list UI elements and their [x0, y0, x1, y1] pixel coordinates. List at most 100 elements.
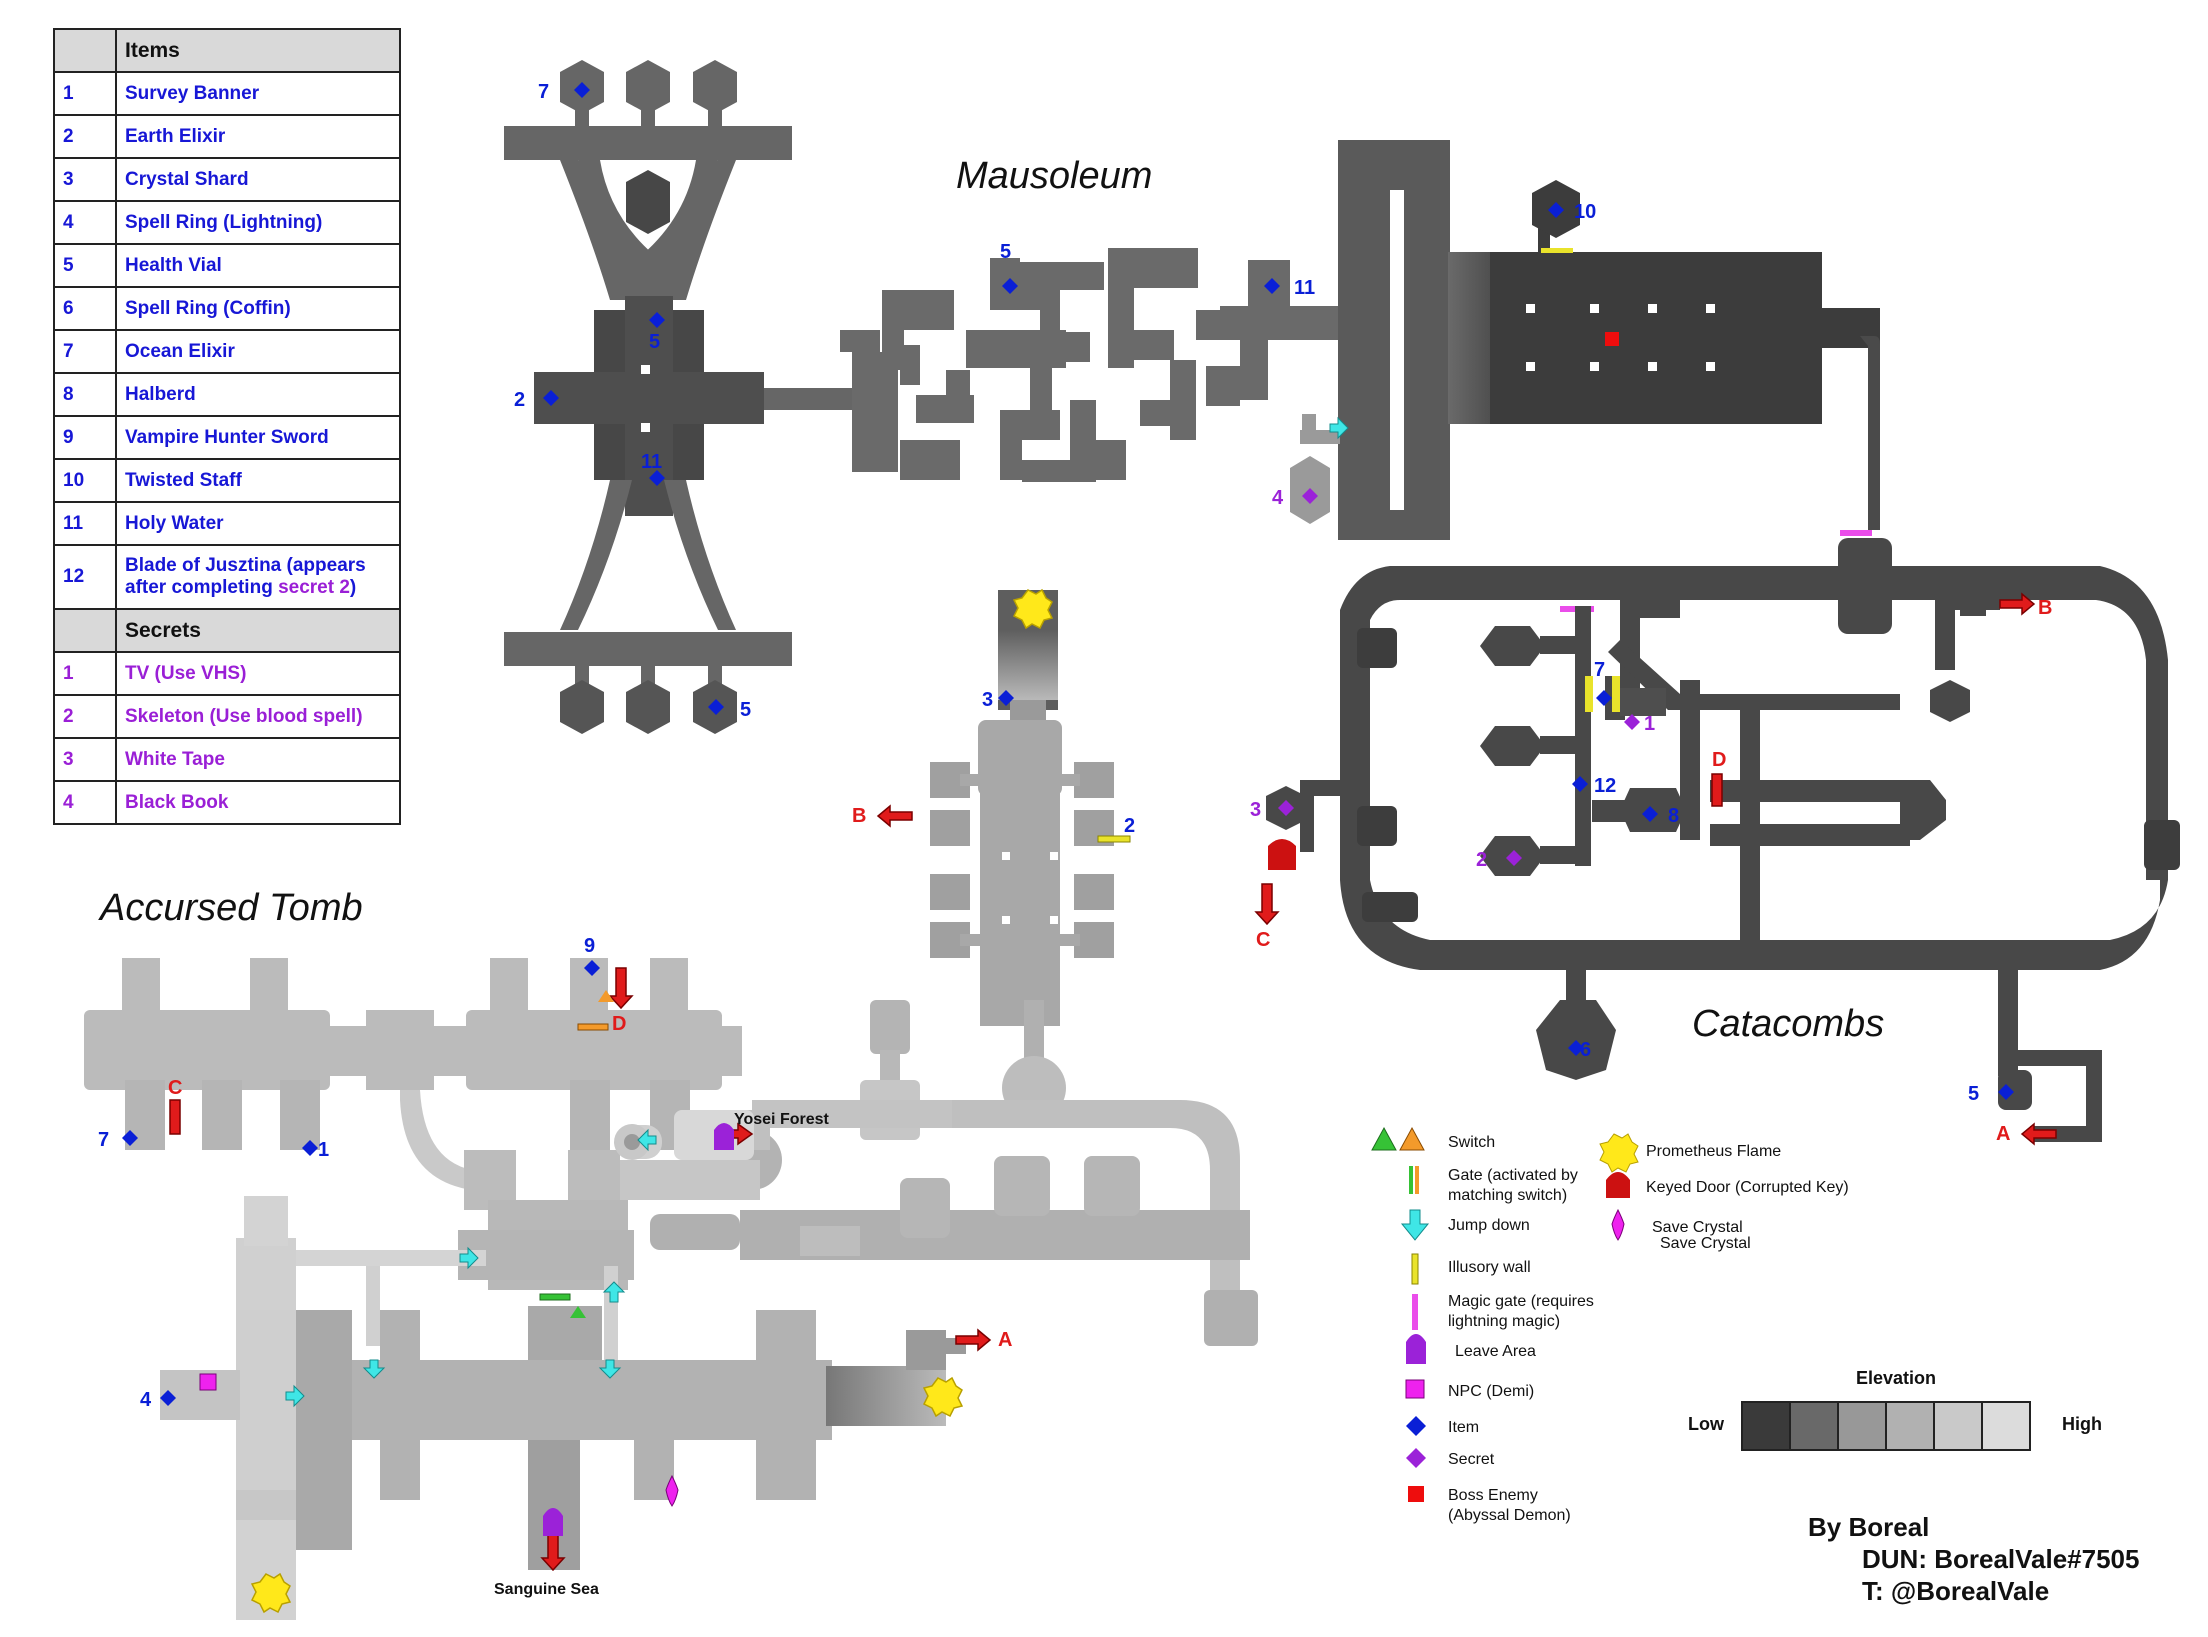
- npc-icon: [1405, 1379, 1425, 1399]
- leave-area-door-yosei[interactable]: [714, 1123, 734, 1150]
- item-diamond[interactable]: [998, 690, 1014, 706]
- secret-label: 4: [1272, 487, 1284, 509]
- item-diamond[interactable]: [543, 390, 559, 406]
- exit-arrow-b-tomb[interactable]: [876, 804, 913, 828]
- credit-dun: DUN: BorealVale#7505: [1862, 1544, 2140, 1574]
- item-diamond[interactable]: [584, 960, 600, 976]
- secret-diamond[interactable]: [1506, 850, 1522, 866]
- legend-jump-down: Jump down: [1448, 1217, 1530, 1234]
- legend-boss-2: (Abyssal Demon): [1448, 1507, 1571, 1524]
- boss-enemy-marker[interactable]: [1605, 332, 1619, 346]
- gate-green[interactable]: [539, 1293, 571, 1301]
- row-number: 6: [53, 286, 117, 331]
- secret-label: 2: [1476, 849, 1487, 871]
- item-diamond[interactable]: [1264, 278, 1280, 294]
- jump-down-icon[interactable]: [598, 1359, 622, 1379]
- item-diamond[interactable]: [302, 1140, 318, 1156]
- item-diamond[interactable]: [1642, 806, 1658, 822]
- exit-label: A: [998, 1329, 1012, 1351]
- item-diamond[interactable]: [1568, 1040, 1584, 1056]
- item-diamond[interactable]: [1548, 202, 1564, 218]
- item-diamond[interactable]: [649, 312, 665, 328]
- elevation-high: High: [2062, 1414, 2102, 1434]
- jump-down-icon[interactable]: [459, 1246, 479, 1270]
- jump-down-icon[interactable]: [637, 1128, 657, 1152]
- jump-down-icon[interactable]: [1329, 416, 1349, 440]
- marker-label: 3: [982, 689, 993, 711]
- item-diamond[interactable]: [708, 699, 724, 715]
- leave-area-door-sanguine[interactable]: [543, 1508, 563, 1536]
- elevation-swatch: [1837, 1401, 1887, 1451]
- marker-label: 1: [318, 1139, 329, 1161]
- elevation-swatch: [1981, 1401, 2031, 1451]
- exit-label: B: [2038, 597, 2052, 619]
- elevation-scale: Elevation Low High: [1688, 1368, 2102, 1451]
- exit-arrow-d-tomb[interactable]: [608, 967, 634, 1010]
- secret-diamond[interactable]: [1278, 800, 1294, 816]
- gate-orange-icon: [1415, 1166, 1419, 1194]
- item-diamond[interactable]: [160, 1390, 176, 1406]
- gate-orange[interactable]: [577, 1023, 609, 1031]
- prometheus-flame-icon[interactable]: [922, 1376, 964, 1418]
- jump-down-icon[interactable]: [285, 1384, 305, 1408]
- exit-label: D: [1712, 749, 1726, 771]
- exit-label: D: [612, 1013, 626, 1035]
- elevation-swatch: [1789, 1401, 1839, 1451]
- switch-orange-icon[interactable]: [598, 990, 614, 1002]
- item-diamond[interactable]: [1596, 690, 1612, 706]
- item-diamond[interactable]: [649, 470, 665, 486]
- legend-save-crystal-1: Save Crystal: [1652, 1219, 1743, 1236]
- row-name: Blade of Jusztina (appears after complet…: [115, 544, 401, 610]
- marker-label: 5: [649, 331, 660, 353]
- item-diamond[interactable]: [122, 1130, 138, 1146]
- exit-arrow-c-tomb[interactable]: [169, 1099, 181, 1135]
- marker-label: 2: [1124, 815, 1135, 837]
- exit-arrow-b[interactable]: [1999, 592, 2036, 616]
- sanguine-sea-label: Sanguine Sea: [494, 1581, 599, 1598]
- magic-gate-icon: [1412, 1294, 1418, 1330]
- item-diamond[interactable]: [574, 82, 590, 98]
- prometheus-flame-icon[interactable]: [1012, 588, 1054, 630]
- marker-label: 6: [1580, 1039, 1591, 1061]
- secret-diamond[interactable]: [1624, 714, 1640, 730]
- row-name: Holy Water: [115, 501, 401, 546]
- elevation-swatch: [1741, 1401, 1791, 1451]
- item-icon: [1406, 1416, 1426, 1436]
- exit-label: C: [168, 1077, 182, 1099]
- item-diamond[interactable]: [1572, 776, 1588, 792]
- item-diamond[interactable]: [1998, 1084, 2014, 1100]
- row-number: 4: [53, 200, 117, 245]
- prometheus-flame-icon[interactable]: [250, 1572, 292, 1614]
- row-name: Survey Banner: [115, 71, 401, 116]
- marker-label: 9: [584, 935, 595, 957]
- exit-arrow-a[interactable]: [2020, 1122, 2057, 1146]
- mausoleum-title: Mausoleum: [956, 155, 1152, 197]
- legend-secret: Secret: [1448, 1451, 1495, 1468]
- jump-down-icon[interactable]: [602, 1281, 626, 1303]
- secret-icon: [1406, 1448, 1426, 1468]
- marker-label: 5: [1968, 1083, 1979, 1105]
- row-name-text: Blade of Jusztina (appears after complet…: [125, 555, 366, 598]
- jump-down-icon[interactable]: [362, 1359, 386, 1379]
- exit-arrow-d[interactable]: [1711, 773, 1723, 807]
- item-diamond[interactable]: [1002, 278, 1018, 294]
- save-crystal-icon[interactable]: [665, 1474, 679, 1507]
- table-header-row: Items: [53, 28, 401, 73]
- illusory-wall-tomb[interactable]: [1097, 835, 1131, 843]
- exit-arrow-c[interactable]: [1254, 883, 1280, 926]
- legend-illusory-wall: Illusory wall: [1448, 1259, 1531, 1276]
- exit-label: A: [1996, 1123, 2010, 1145]
- header-blank: [53, 608, 117, 653]
- secret-diamond[interactable]: [1302, 488, 1318, 504]
- npc-demi-marker[interactable]: [199, 1373, 217, 1391]
- exit-arrow-a-tomb[interactable]: [955, 1328, 992, 1352]
- switch-green-icon[interactable]: [570, 1306, 586, 1318]
